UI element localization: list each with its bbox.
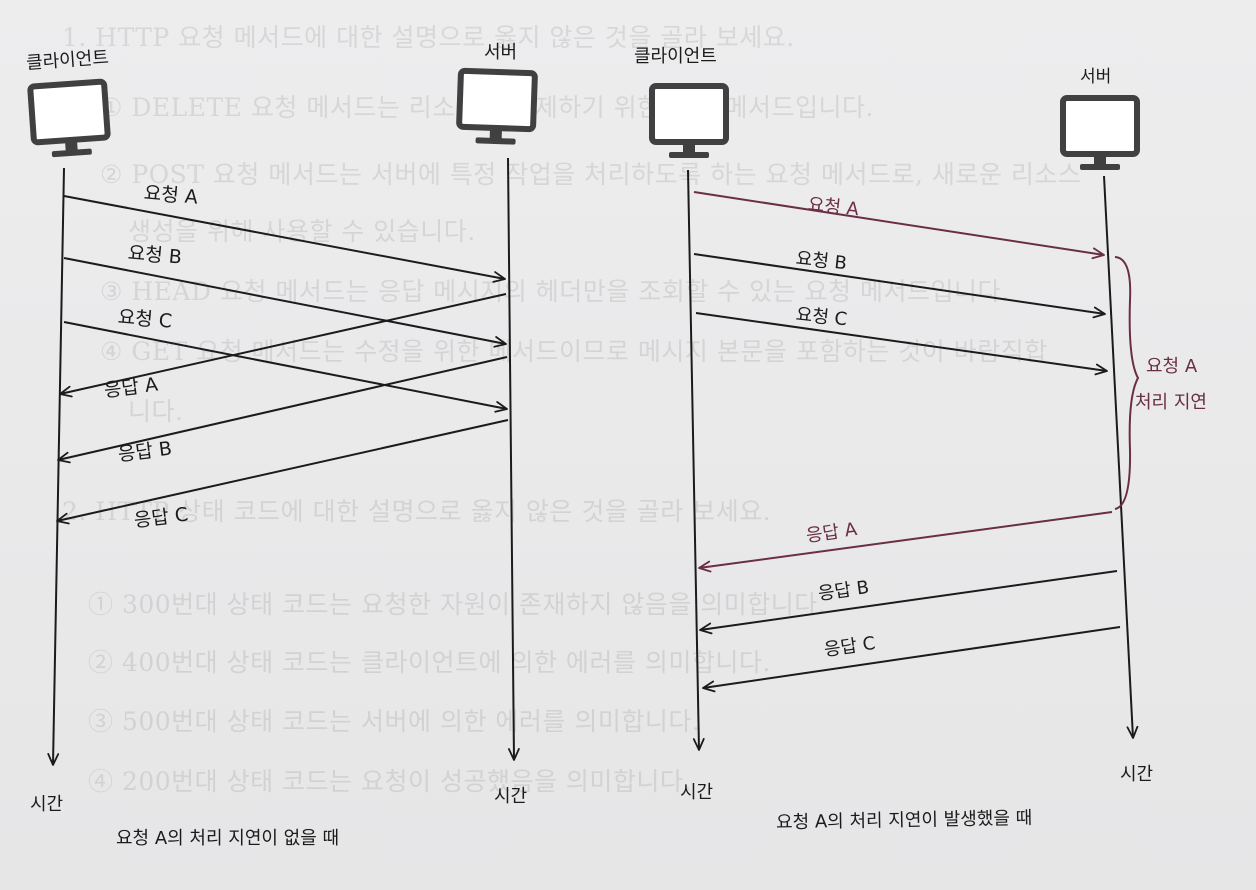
request-arrow-c	[63, 321, 508, 413]
bg-line: ① 300번대 상태 코드는 요청한 자원이 존재하지 않음을 의미합니다.	[88, 590, 827, 619]
left-diagram	[30, 71, 535, 766]
delay-brace	[1114, 256, 1140, 510]
delay-note-line2: 처리 지연	[1135, 392, 1207, 413]
client-time-label: 시간	[680, 782, 714, 803]
request-arrow-a	[63, 195, 506, 283]
server-timeline	[507, 157, 520, 761]
response-arrow-a	[698, 511, 1113, 573]
server-timeline	[1103, 175, 1139, 739]
client-timeline	[687, 169, 705, 751]
response-arrow-c	[56, 419, 509, 525]
bg-line: ④ GET 요청 메서드는 수정을 위한 메서드이므로 메시지 본문을 포함하는…	[100, 337, 1048, 366]
left-caption: 요청 A의 처리 지연이 없을 때	[116, 828, 340, 849]
request-label-c: 요청 C	[794, 304, 849, 331]
request-label-a: 요청 A	[142, 182, 199, 209]
bg-line: 니다.	[128, 397, 184, 426]
monitor-icon	[458, 71, 534, 146]
request-label-b: 요청 B	[794, 248, 848, 275]
request-arrow-c	[695, 312, 1108, 376]
response-arrow-b	[699, 570, 1118, 635]
monitor-icon	[652, 86, 726, 158]
server-time-label: 시간	[1120, 764, 1154, 785]
bg-line: ④ 200번대 상태 코드는 요청이 성공했음을 의미합니다.	[88, 767, 692, 796]
bg-line: 2. HTTP 상태 코드에 대한 설명으로 옳지 않은 것을 골라 보세요.	[62, 497, 772, 526]
request-label-c: 요청 C	[116, 306, 173, 333]
server-time-label: 시간	[494, 786, 528, 807]
request-label-a: 요청 A	[806, 194, 860, 221]
bg-line: ③ 500번대 상태 코드는 서버에 의한 에러를 의미합니다.	[88, 707, 701, 736]
request-arrow-b	[693, 253, 1106, 319]
delay-note-line1: 요청 A	[1146, 356, 1198, 377]
monitor-icon	[30, 81, 109, 158]
client-timeline	[47, 167, 65, 766]
server-label: 서버	[1080, 67, 1112, 87]
monitor-icon	[1063, 98, 1137, 170]
response-arrow-c	[702, 626, 1121, 693]
request-arrow-a	[693, 191, 1105, 260]
request-label-b: 요청 B	[126, 242, 183, 269]
bg-line: ② POST 요청 메서드는 서버에 특정 작업을 처리하도록 하는 요청 메서…	[100, 160, 1082, 189]
client-time-label: 시간	[30, 794, 64, 815]
request-arrow-b	[63, 257, 507, 348]
bg-line: ③ HEAD 요청 메서드는 응답 메시지의 헤더만을 조회할 수 있는 요청 …	[100, 277, 1010, 306]
client-label: 클라이언트	[634, 46, 717, 67]
right-caption: 요청 A의 처리 지연이 발생했을 때	[775, 807, 1033, 834]
server-label: 서버	[484, 42, 518, 63]
response-arrow-b	[57, 356, 508, 464]
bg-line: ② 400번대 상태 코드는 클라이언트에 의한 에러를 의미합니다.	[88, 648, 771, 677]
response-arrow-a	[59, 293, 507, 398]
bg-line: 1. HTTP 요청 메서드에 대한 설명으로 옳지 않은 것을 골라 보세요.	[62, 23, 795, 52]
right-diagram	[652, 86, 1140, 751]
